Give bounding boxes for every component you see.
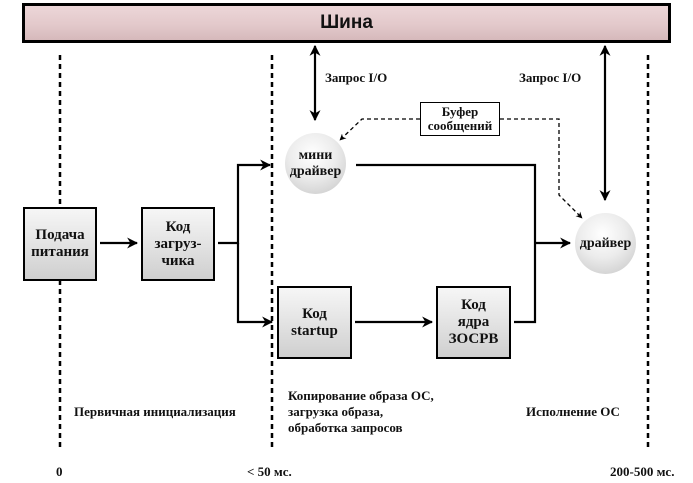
- bus-bar: Шина: [22, 3, 671, 43]
- phase-label-exec: Исполнение ОС: [526, 404, 620, 419]
- dashed-buffer-to-minidriver: [339, 118, 420, 141]
- io-request-label-right: Запрос I/O: [519, 70, 582, 85]
- phase-label-init: Первичная инициализация: [74, 404, 236, 419]
- arrow-loader-to-startup: [236, 243, 274, 328]
- io-request-label-left: Запрос I/O: [325, 70, 388, 85]
- node-mini-driver: мини драйвер: [285, 133, 346, 194]
- bus-title: Шина: [320, 12, 373, 33]
- node-rtos-kernel: Код ядра ЗОСРВ: [436, 286, 511, 359]
- timeline-t1: < 50 мс.: [247, 464, 292, 479]
- arrow-loader-to-minidriver: [218, 159, 272, 245]
- node-driver: драйвер: [575, 213, 636, 274]
- message-buffer: Буфер сообщений: [420, 102, 500, 136]
- node-power-on: Подача питания: [23, 207, 97, 281]
- node-bootloader: Код загруз- чика: [141, 207, 215, 281]
- node-startup: Код startup: [277, 286, 352, 359]
- phase-label-copy: Копирование образа ОС, загрузка образа, …: [288, 388, 434, 435]
- timeline-t2: 200-500 мс.: [610, 464, 675, 479]
- dashed-buffer-to-driver: [500, 118, 583, 219]
- timeline-t0: 0: [56, 464, 63, 479]
